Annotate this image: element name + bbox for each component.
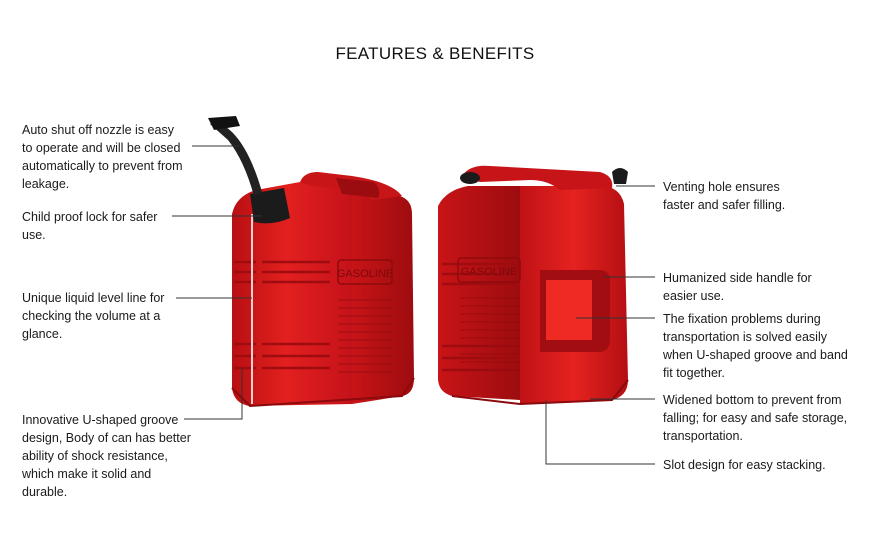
venting-hole-cap (612, 168, 628, 184)
left-can-cap (250, 188, 290, 224)
callout-venting-hole: Venting hole ensures faster and safer fi… (663, 180, 786, 212)
page-title: FEATURES & BENEFITS (335, 44, 535, 63)
left-can-side (352, 190, 414, 404)
callout-widened-bottom: Widened bottom to prevent from falling; … (663, 393, 848, 443)
nozzle-spout (210, 120, 262, 196)
callout-u-shaped-groove: Innovative U-shaped groove design, Body … (22, 413, 191, 499)
callout-child-proof-lock: Child proof lock for safer use. (22, 210, 158, 242)
callout-side-handle: Humanized side handle for easier use. (663, 271, 812, 303)
callout-slot-design: Slot design for easy stacking. (663, 458, 826, 472)
left-can-label: GASOLINE (337, 268, 393, 280)
leader-groove (184, 368, 243, 420)
left-can-label-box (337, 259, 393, 285)
right-can-handle (462, 165, 613, 190)
leader-slot (545, 400, 655, 465)
right-gas-can: GASOLINE (438, 165, 629, 406)
callout-liquid-level-line: Unique liquid level line for checking th… (22, 291, 165, 341)
left-gas-can: GASOLINE (208, 116, 415, 408)
right-can-cap (460, 172, 480, 184)
right-can-label-box (457, 257, 521, 283)
right-can-label: GASOLINE (461, 266, 517, 278)
left-can-grooves (234, 260, 330, 370)
callout-fixation: The fixation problems during transportat… (663, 312, 848, 380)
right-can-side (438, 186, 520, 400)
callout-auto-shutoff-nozzle: Auto shut off nozzle is easy to operate … (22, 123, 183, 191)
leader-lines (172, 145, 655, 465)
left-can-body (232, 182, 352, 406)
